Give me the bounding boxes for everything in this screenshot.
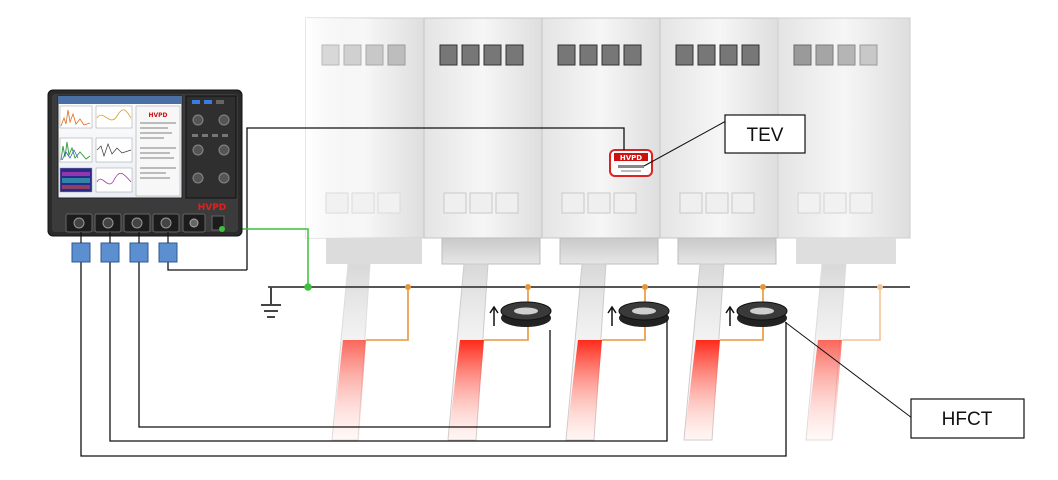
knob-icon[interactable]: [218, 172, 230, 184]
hv-cable-4: [683, 263, 725, 441]
arrow-up-icon: [607, 305, 617, 326]
panel-grille: [797, 192, 873, 214]
hfct-sensor-3: [725, 301, 788, 327]
hv-cable-3: [565, 263, 607, 441]
hv-cable-5: [805, 263, 847, 441]
channel-connector-stubs: [80, 232, 169, 243]
earth-reference-wire: [222, 228, 312, 291]
instrument-screen: HVPD: [57, 95, 183, 199]
arrow-up-icon: [489, 305, 499, 326]
tev-channel-wire: [167, 262, 247, 271]
cable-box-row: [326, 237, 896, 265]
channel-connector: [71, 242, 91, 263]
tev-signal-wire: [246, 127, 625, 270]
arrow-up-icon: [725, 305, 735, 326]
knob-icon[interactable]: [192, 114, 204, 126]
panel-grille: [443, 192, 519, 214]
tev-label: TEV: [747, 125, 784, 146]
channel-connector: [158, 242, 178, 263]
tev-callout: TEV: [643, 114, 806, 167]
bnc-input-icon[interactable]: [131, 217, 143, 229]
knob-icon[interactable]: [192, 144, 204, 156]
instrument-controls: [185, 95, 237, 199]
tev-sensor-logo: HVPD: [620, 154, 642, 162]
hv-cable-2: [447, 263, 489, 441]
knob-icon[interactable]: [192, 172, 204, 184]
channel-connector: [129, 242, 149, 263]
earth-terminal-icon: [219, 226, 225, 232]
hv-cable-1: [331, 263, 371, 441]
hfct-sensors: [489, 301, 788, 327]
instrument-input-row: [65, 213, 225, 233]
hfct-callout: HFCT: [784, 321, 1025, 439]
aux-input-icon[interactable]: [189, 218, 199, 228]
hfct-3-signal-wire: [80, 262, 787, 457]
pd-monitor-instrument: HVPD: [47, 89, 243, 237]
bond-nodes: [405, 284, 883, 290]
bnc-input-icon[interactable]: [160, 217, 172, 229]
tev-sensor: HVPD: [609, 149, 653, 177]
screen-logo: HVPD: [148, 112, 167, 119]
hv-cables: [331, 263, 847, 441]
bnc-input-icon[interactable]: [73, 217, 85, 229]
ground-symbol-icon: [261, 287, 281, 318]
panel-grille: [679, 192, 755, 214]
bnc-input-icon[interactable]: [102, 217, 114, 229]
bond-wire: [842, 287, 881, 341]
panel-top-vents: [321, 44, 406, 66]
channel-connector: [100, 242, 120, 263]
bond-wire: [366, 287, 409, 341]
hfct-2-signal-wire: [109, 262, 668, 442]
signal-wires: [80, 127, 787, 457]
instrument-logo: HVPD: [198, 203, 227, 213]
panel-grille: [561, 192, 637, 214]
knob-icon[interactable]: [218, 144, 230, 156]
knob-icon[interactable]: [218, 114, 230, 126]
hfct-sensor-1: [489, 301, 552, 327]
panel-grille: [325, 192, 401, 214]
hfct-sensor-2: [607, 301, 670, 327]
channel-connectors: [71, 242, 178, 263]
hfct-1-signal-wire: [138, 262, 551, 428]
hfct-label: HFCT: [942, 409, 993, 430]
